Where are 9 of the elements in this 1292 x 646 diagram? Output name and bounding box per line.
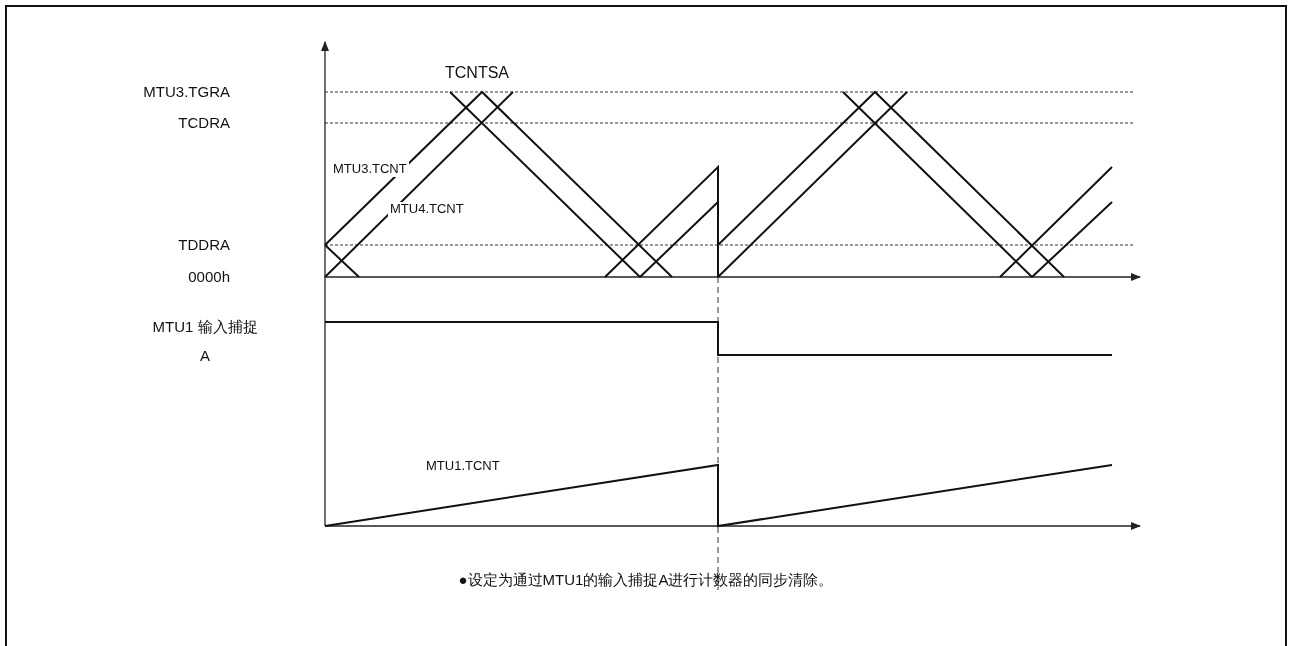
axis-value-label: TCDRA bbox=[177, 114, 230, 132]
axis-value-label: 0000h bbox=[187, 268, 230, 286]
curve-label: MTU3.TCNT bbox=[331, 162, 409, 177]
curve-label: TCNTSA bbox=[445, 64, 509, 83]
curve-label: MTU4.TCNT bbox=[388, 202, 466, 217]
signal-name: MTU1 输入捕捉A bbox=[151, 317, 259, 366]
axis-value-label: MTU3.TGRA bbox=[142, 83, 230, 101]
axis-value-label: TDDRA bbox=[177, 236, 230, 254]
caption: ●设定为通过MTU1的输入捕捉A进行计数器的同步清除。 bbox=[457, 571, 835, 589]
